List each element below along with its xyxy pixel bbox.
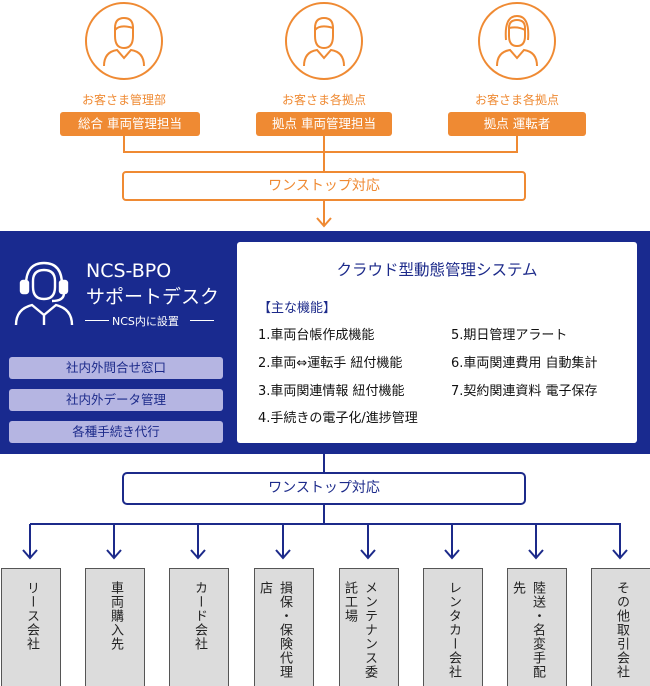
customer-2-role: お客さま各拠点 — [281, 93, 366, 107]
vendor-vehicle-purchase: 車両購入先 — [85, 568, 145, 686]
feature-7: 7.契約関連資料 電子保存 — [451, 384, 598, 399]
customer-3-pill: 拠点 運転者 — [448, 112, 586, 136]
service-procedure-agency: 各種手続き代行 — [9, 421, 223, 443]
vendor-label: その他取引会社 — [614, 581, 629, 679]
subtitle-rule-right — [190, 320, 214, 321]
customer-3-avatar — [478, 2, 556, 80]
subtitle-rule-left — [85, 320, 109, 321]
feature-3: 3.車両関連情報 紐付機能 — [258, 384, 405, 399]
customer-1-avatar — [85, 2, 163, 80]
feature-1: 1.車両台帳作成機能 — [258, 328, 375, 343]
onestop-bottom-box: ワンストップ対応 — [122, 472, 526, 505]
customer-2-pill: 拠点 車両管理担当 — [256, 112, 392, 136]
male-user-icon — [103, 16, 145, 67]
customer-3-role: お客さま各拠点 — [474, 93, 559, 107]
vendor-label: 車両購入先 — [108, 581, 123, 651]
vendor-label: レンタカー会社 — [446, 581, 461, 679]
vendor-arrow-head — [360, 549, 376, 560]
headset-operator-icon — [14, 261, 74, 326]
service-inquiry-desk: 社内外問合せ窓口 — [9, 357, 223, 379]
vendor-arrow-head — [444, 549, 460, 560]
bpo-title-line2: サポートデスク — [86, 286, 220, 308]
bpo-subtitle: NCS内に設置 — [112, 315, 179, 328]
onestop-top-box: ワンストップ対応 — [122, 171, 526, 201]
customer-1-role: お客さま管理部 — [81, 93, 166, 107]
vendor-rental-car: レンタカー会社 — [423, 568, 483, 686]
vendor-transport-arranger: 陸送・名変手配先 — [507, 568, 567, 686]
vendor-label: カード会社 — [192, 581, 207, 651]
vendor-label: 損保・保険代理店 — [257, 581, 292, 679]
cloud-system-title: クラウド型動態管理システム — [336, 261, 538, 279]
vendor-maintenance-factory: メンテナンス委託工場 — [339, 568, 399, 686]
vendor-arrow-head — [528, 549, 544, 560]
feature-2: 2.車両⇔運転手 紐付機能 — [258, 356, 403, 371]
cloud-system-box: クラウド型動態管理システム 【主な機能】 1.車両台帳作成機能 2.車両⇔運転手… — [237, 242, 637, 443]
customer-2-avatar — [285, 2, 363, 80]
vendor-lease-company: リース会社 — [1, 568, 61, 686]
vendor-arrow-head — [275, 549, 291, 560]
female-user-icon — [496, 14, 538, 67]
vendor-card-company: カード会社 — [169, 568, 229, 686]
vendor-label: 陸送・名変手配先 — [510, 581, 545, 679]
feature-4: 4.手続きの電子化/進捗管理 — [258, 411, 418, 426]
feature-6: 6.車両関連費用 自動集計 — [451, 356, 598, 371]
customer-1-pill: 総合 車両管理担当 — [60, 112, 200, 136]
vendor-arrow-head — [22, 549, 38, 560]
male-user-icon — [303, 16, 345, 67]
vendor-label: メンテナンス委託工場 — [342, 581, 377, 679]
bpo-title-line1: NCS-BPO — [86, 260, 172, 282]
vendor-arrow-head — [190, 549, 206, 560]
vendor-label: リース会社 — [24, 581, 39, 651]
vendor-other-partners: その他取引会社 — [591, 568, 650, 686]
feature-5: 5.期日管理アラート — [451, 328, 568, 343]
features-heading: 【主な機能】 — [258, 301, 337, 316]
service-data-management: 社内外データ管理 — [9, 389, 223, 411]
vendor-arrow-head — [106, 549, 122, 560]
vendor-arrow-head — [612, 549, 628, 560]
vendor-insurance-agency: 損保・保険代理店 — [254, 568, 314, 686]
